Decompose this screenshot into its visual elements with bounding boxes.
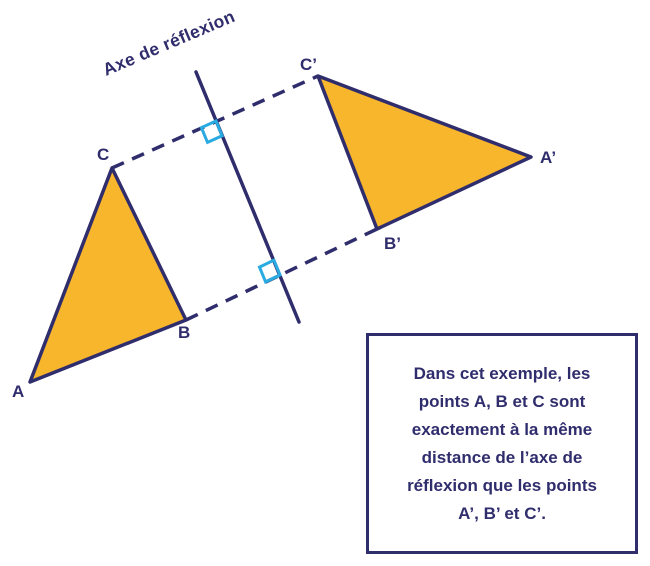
explanation-box: Dans cet exemple, les points A, B et C s… [366, 333, 638, 554]
right-angle-marker-top [199, 118, 225, 145]
vertex-label-a-prime: A’ [540, 148, 556, 167]
vertex-label-c-prime: C’ [300, 55, 317, 74]
explanation-line: A’, B’ et C’. [458, 503, 546, 523]
dashed-segment-b-bprime [185, 227, 378, 322]
vertex-label-c: C [97, 145, 109, 164]
vertex-label-b-prime: B’ [384, 234, 401, 253]
explanation-line: exactement à la même [411, 419, 593, 439]
vertex-label-a: A [12, 382, 24, 401]
axis-label: Axe de réflexion [100, 6, 238, 80]
right-angle-marker-bottom [257, 258, 282, 284]
explanation-line: points A, B et C sont [418, 391, 586, 411]
vertex-label-b: B [178, 323, 190, 342]
triangle-abc [28, 166, 188, 384]
triangle-abc-prime [316, 74, 533, 231]
explanation-line: distance de l’axe de [421, 447, 583, 467]
reflection-axis-line [194, 70, 301, 324]
explanation-line: réflexion que les points [407, 475, 597, 495]
explanation-line: Dans cet exemple, les [413, 363, 591, 383]
